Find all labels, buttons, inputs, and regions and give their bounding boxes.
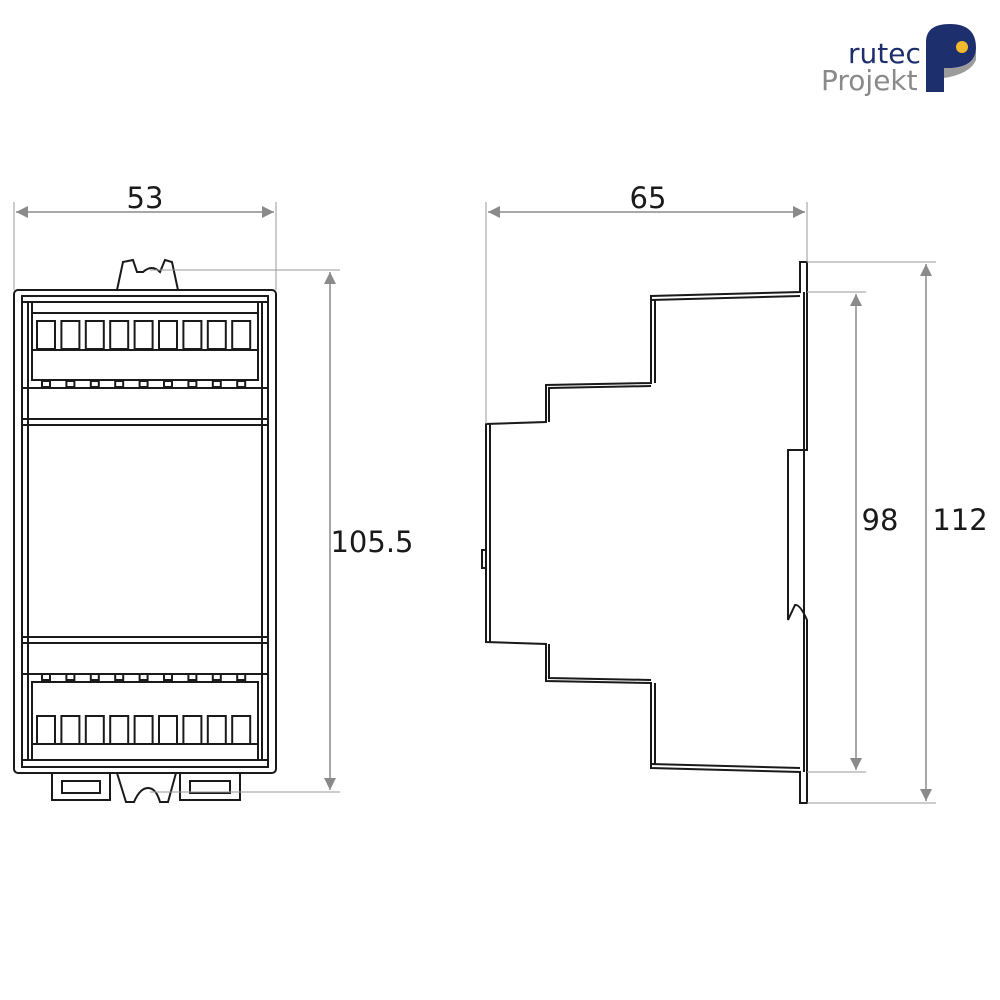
top-terminal-9 (231, 320, 252, 350)
top-terminal-tab-4 (114, 380, 125, 388)
front-bottom-terminal-block (31, 681, 259, 761)
top-terminal-6 (158, 320, 178, 350)
top-terminal-3 (84, 320, 105, 350)
front-bottom-clip (116, 772, 177, 803)
side-depth-dimension: 65 (485, 181, 808, 424)
front-height-dimension: 105.5 (150, 269, 414, 793)
bottom-terminal-6 (158, 715, 178, 745)
top-terminal-5 (133, 320, 154, 350)
side-total-height-label: 112 (932, 503, 987, 537)
top-terminal-tab-3 (89, 380, 100, 388)
side-inner-height-label: 98 (862, 503, 899, 537)
bottom-terminal-tab-6 (163, 673, 173, 681)
top-terminal-1 (36, 320, 56, 350)
front-width-label: 53 (127, 181, 164, 215)
top-terminal-tab-2 (65, 380, 76, 388)
side-total-height-dimension: 112 (807, 261, 988, 804)
top-terminal-tab-8 (211, 380, 222, 388)
front-label-area (21, 424, 269, 638)
bottom-terminal-tab-1 (41, 673, 51, 681)
bottom-terminal-2 (60, 715, 81, 745)
bottom-terminal-7 (182, 715, 203, 745)
bottom-terminal-tab-9 (236, 673, 247, 681)
side-inner-height-dimension: 98 (807, 291, 899, 773)
side-profile-outline (485, 261, 808, 804)
bottom-terminal-tab-3 (89, 673, 100, 681)
top-terminal-tab-9 (236, 380, 247, 388)
top-terminal-4 (109, 320, 130, 350)
side-depth-label: 65 (630, 181, 667, 215)
bottom-terminal-8 (206, 715, 227, 745)
top-terminal-7 (182, 320, 203, 350)
front-height-label: 105.5 (330, 525, 413, 559)
bottom-terminal-3 (84, 715, 105, 745)
bottom-terminal-tab-7 (187, 673, 198, 681)
front-view (13, 258, 277, 803)
top-terminal-tab-7 (187, 380, 198, 388)
logo-line-1: rutec (848, 37, 921, 70)
bottom-terminal-4 (109, 715, 130, 745)
top-terminal-2 (60, 320, 81, 350)
bottom-terminal-5 (133, 715, 154, 745)
top-terminal-tab-1 (41, 380, 51, 388)
logo-p-mark-icon (926, 24, 976, 92)
top-terminal-tab-6 (163, 380, 173, 388)
bottom-terminal-tab-2 (65, 673, 76, 681)
front-inner-body (21, 295, 269, 768)
side-small-tab (481, 549, 487, 569)
rutec-logo: rutec Projekt (821, 24, 976, 97)
bottom-terminal-tab-8 (211, 673, 222, 681)
bottom-terminal-9 (231, 715, 252, 745)
front-bottom-latch-right (179, 773, 241, 801)
bottom-terminal-tab-4 (114, 673, 125, 681)
logo-line-2: Projekt (821, 64, 918, 97)
top-terminal-tab-5 (138, 380, 149, 388)
front-outer-body (13, 289, 277, 774)
front-bottom-latch-left (51, 773, 111, 801)
front-top-clip (116, 258, 179, 291)
side-view (481, 261, 808, 804)
top-terminal-8 (206, 320, 227, 350)
bottom-terminal-1 (36, 715, 56, 745)
bottom-terminal-tab-5 (138, 673, 149, 681)
front-width-dimension: 53 (13, 181, 277, 290)
